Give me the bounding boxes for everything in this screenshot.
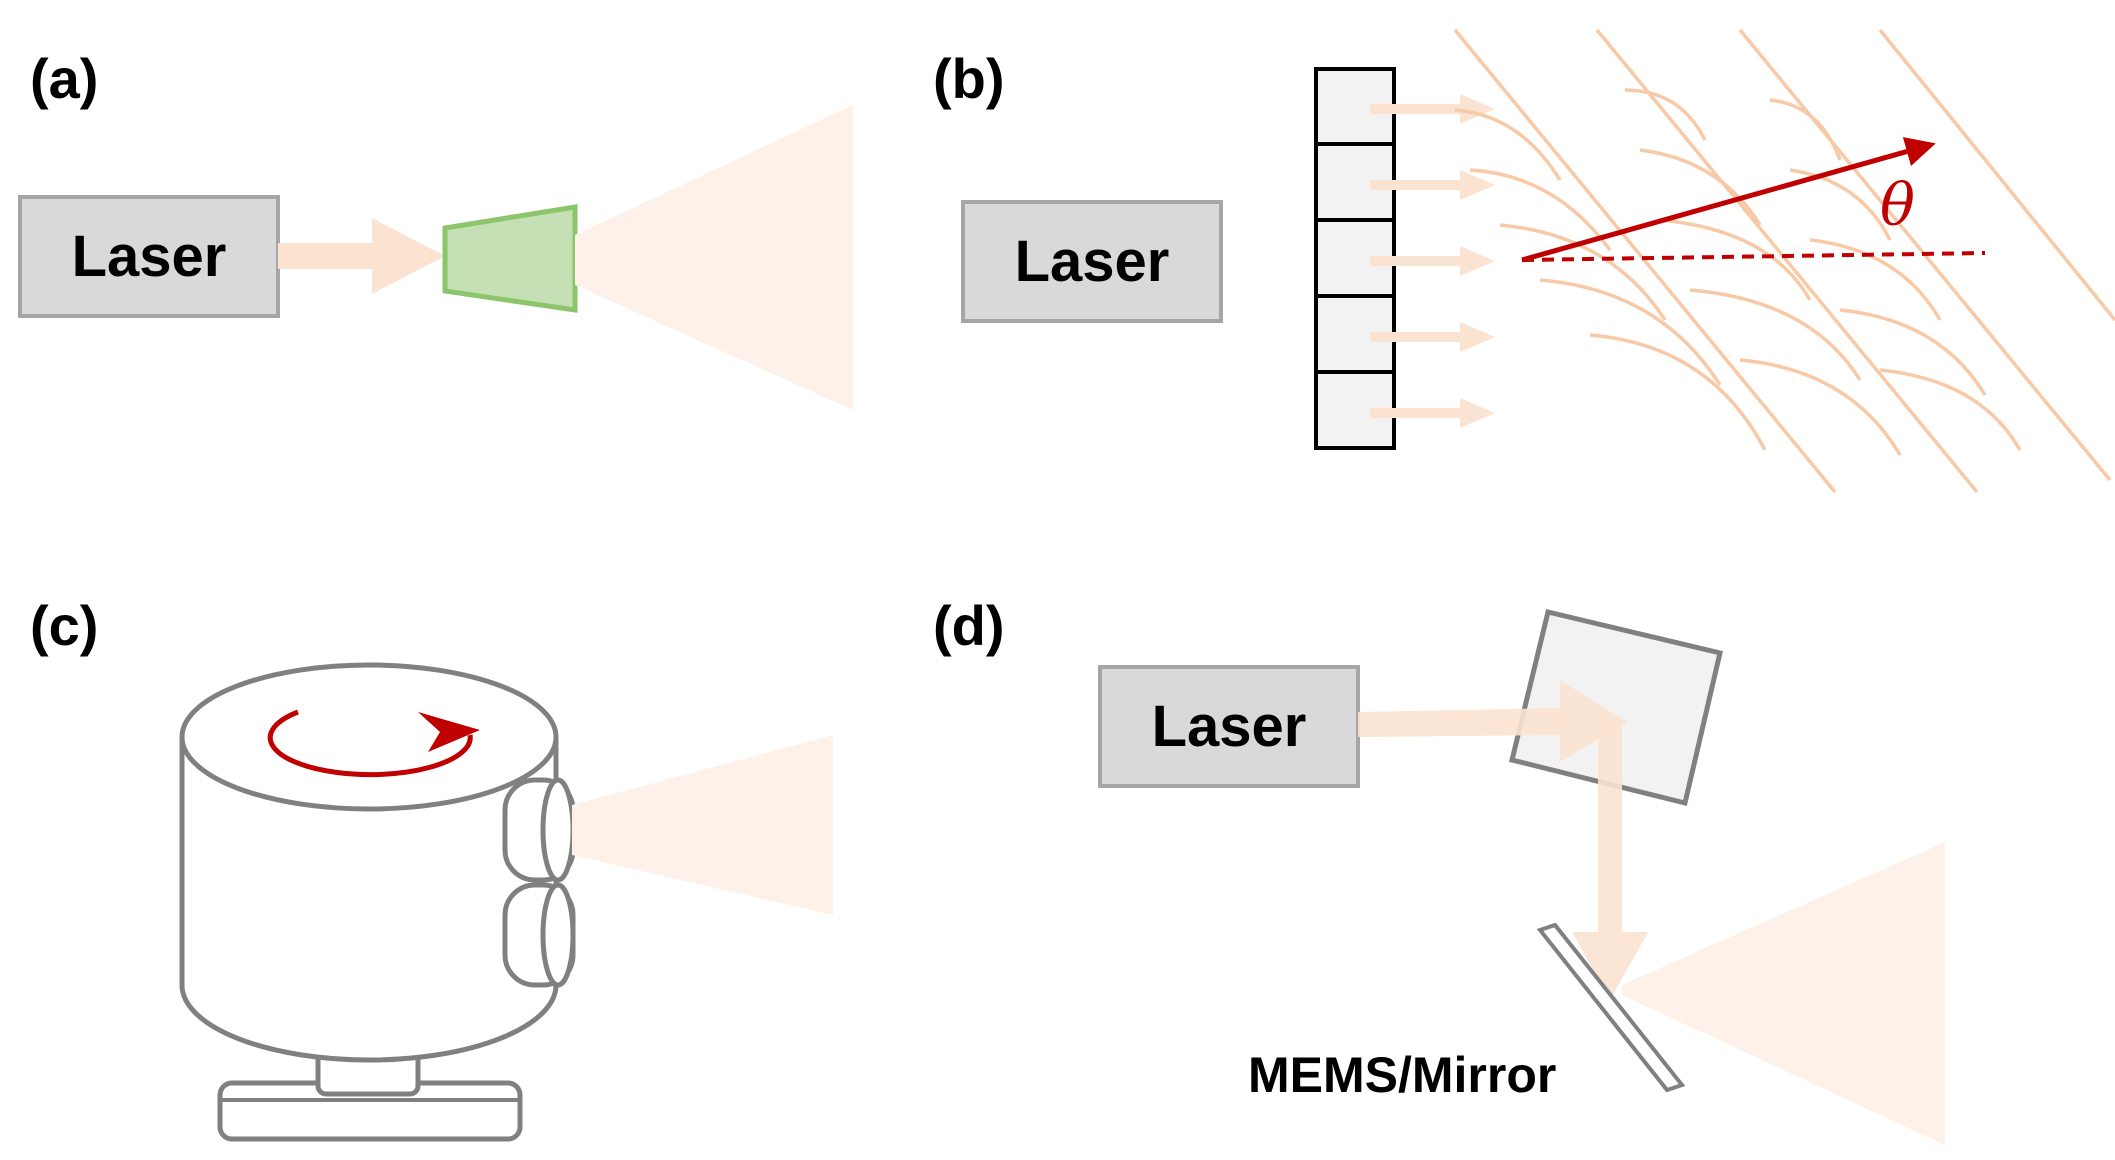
laser-label: Laser bbox=[1015, 229, 1170, 294]
panel-a-label: (a) bbox=[30, 47, 98, 110]
boresight-line bbox=[1521, 251, 1986, 262]
panel-c-label: (c) bbox=[30, 594, 98, 657]
mems-scan-fan bbox=[1622, 842, 1945, 1145]
panel-b-label: (b) bbox=[933, 47, 1005, 110]
laser-label: Laser bbox=[1152, 694, 1307, 759]
rotating-lidar-unit bbox=[179, 662, 576, 1142]
rotation-arrow bbox=[267, 709, 473, 778]
emitter-arrows bbox=[1370, 94, 1495, 428]
steered-beam-arrow bbox=[1521, 137, 1936, 263]
panel-a: (a) Laser bbox=[18, 47, 853, 410]
laser-label: Laser bbox=[72, 224, 227, 289]
beam-arrow bbox=[278, 218, 445, 294]
laser-box bbox=[961, 200, 1223, 323]
mems-mirror-label: MEMS/Mirror bbox=[1248, 1047, 1556, 1103]
panel-b: (b) Laser bbox=[933, 28, 2115, 494]
folded-beam bbox=[1572, 722, 1648, 1000]
panel-c: (c) bbox=[30, 594, 833, 1142]
steering-angle-label: θ bbox=[1880, 171, 1915, 239]
rotation-arrow-head bbox=[418, 712, 480, 752]
mems-mirror bbox=[1536, 922, 1686, 1093]
flash-beam-fan bbox=[575, 105, 853, 410]
laser-box bbox=[1098, 665, 1360, 788]
incident-beam bbox=[1358, 680, 1627, 762]
laser-box bbox=[18, 195, 280, 318]
diverging-lens bbox=[442, 204, 578, 313]
panel-d-label: (d) bbox=[933, 594, 1005, 657]
panel-d: (d) Laser MEMS/Mirror bbox=[933, 594, 1945, 1145]
scan-beam-fan bbox=[572, 735, 833, 915]
